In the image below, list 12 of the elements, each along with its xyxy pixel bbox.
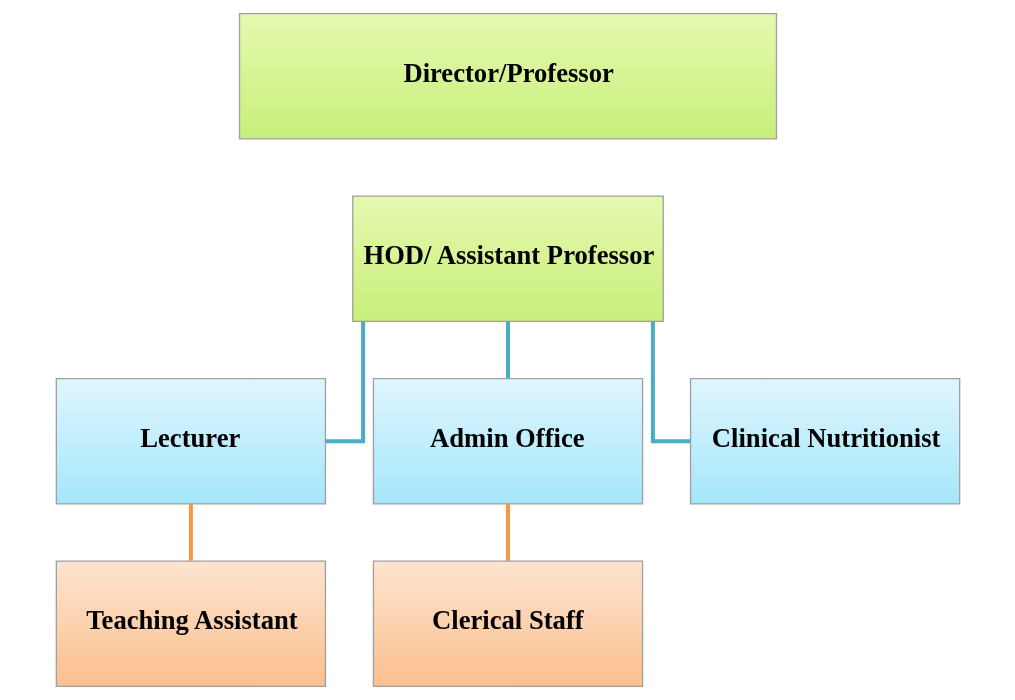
node-box: Admin Office	[372, 378, 643, 505]
connector	[505, 321, 510, 379]
node-box: Teaching Assistant	[55, 560, 326, 688]
connector	[188, 504, 193, 561]
node-box: Lecturer	[55, 378, 326, 505]
connector	[325, 321, 365, 444]
node-box: Director/Professor	[238, 12, 777, 140]
connector	[505, 504, 510, 561]
node-box: Clinical Nutritionist	[689, 378, 960, 505]
connector	[650, 321, 690, 444]
node-box: HOD/ Assistant Professor	[351, 195, 664, 322]
node-box: Clerical Staff	[372, 560, 643, 688]
